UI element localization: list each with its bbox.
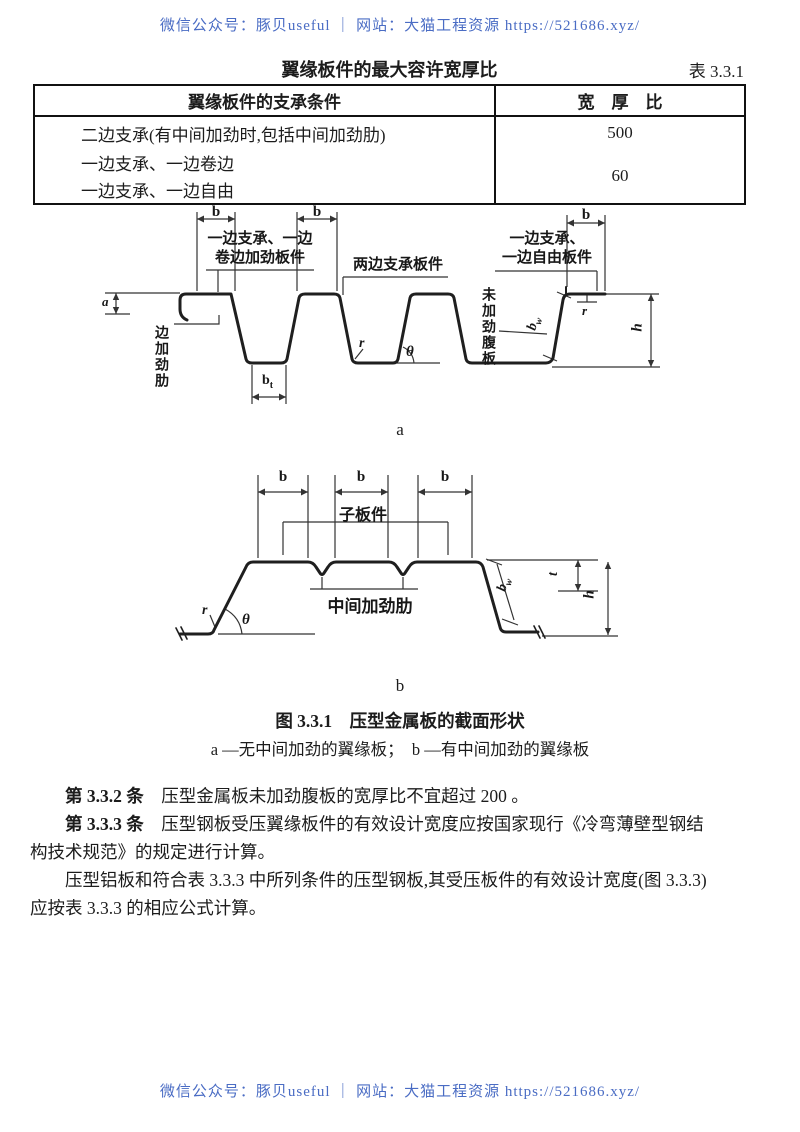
table-row: 一边支承、一边自由 <box>34 176 745 204</box>
label-free-edge-plate: 一边支承、 <box>509 230 585 247</box>
diagram-b-profile-path <box>175 560 546 641</box>
table-title: 翼缘板件的最大容许宽厚比 <box>281 60 498 80</box>
diagram-b-dimension-lines <box>209 475 618 637</box>
dim-b-label: b <box>211 204 221 220</box>
body-paragraphs: 第 3.3.2 条 压型金属板未加劲腹板的宽厚比不宜超过 200 。 第 3.3… <box>30 782 775 922</box>
clause-text: 压型铝板和符合表 3.3.3 中所列条件的压型钢板,其受压板件的有效设计宽度(图… <box>30 870 707 918</box>
clause-number: 第 3.3.2 条 <box>65 786 144 806</box>
page-header-watermark: 微信公众号：豚贝useful ｜ 网站：大猫工程资源 https://52168… <box>159 18 641 34</box>
label-edge-stiffener-rib: 边加劲肋 <box>154 325 170 389</box>
header-width-thickness-ratio: 宽 厚 比 <box>494 85 745 117</box>
dim-theta-label: θ <box>406 344 414 360</box>
label-intermediate-stiffener-rib: 中间加劲肋 <box>327 597 413 616</box>
dim-b-label: b <box>581 207 591 223</box>
dim-b-label: b <box>278 469 288 485</box>
table-title-row: 翼缘板件的最大容许宽厚比 表 3.3.1 <box>33 56 746 82</box>
dim-r-label: r <box>202 603 208 618</box>
figure-legend: a —无中间加劲的翼缘板； b —有中间加劲的翼缘板 <box>210 740 590 759</box>
clause-number: 第 3.3.3 条 <box>65 814 144 834</box>
page-footer-watermark: 微信公众号：豚贝useful ｜ 网站：大猫工程资源 https://52168… <box>159 1084 641 1100</box>
clause-text: 压型金属板未加劲腹板的宽厚比不宜超过 200 。 <box>143 786 529 806</box>
table-row: 一边支承、一边卷边 60 <box>34 149 745 204</box>
condition-cell: 一边支承、一边卷边 <box>81 155 234 174</box>
label-edge-curl-stiffened-plate: 一边支承、一边 <box>207 230 313 247</box>
table-row: 二边支承(有中间加劲时,包括中间加劲肋) 500 <box>34 116 745 149</box>
header-support-condition: 翼缘板件的支承条件 <box>34 85 495 117</box>
dim-bt-label: bt <box>262 373 274 391</box>
clause-3-3-3: 第 3.3.3 条 压型钢板受压翼缘板件的有效设计宽度应按国家现行《冷弯薄壁型钢… <box>30 810 775 866</box>
clause-3-3-2: 第 3.3.2 条 压型金属板未加劲腹板的宽厚比不宜超过 200 。 <box>30 782 775 810</box>
width-thickness-table: 翼缘板件的支承条件 宽 厚 比 二边支承(有中间加劲时,包括中间加劲肋) 500… <box>33 84 746 205</box>
ratio-cell: 500 <box>494 116 745 149</box>
label-free-edge-plate: 一边自由板件 <box>501 249 593 266</box>
sub-figure-a-letter: a <box>396 420 404 439</box>
dim-theta-label: θ <box>242 612 250 628</box>
clause-3-3-3-continued: 压型铝板和符合表 3.3.3 中所列条件的压型钢板,其受压板件的有效设计宽度(图… <box>30 866 775 922</box>
dim-t-label: t <box>545 572 561 576</box>
diagram-a-line-art <box>105 212 660 404</box>
dim-h-label: h <box>629 323 646 332</box>
dim-r-label: r <box>582 303 588 318</box>
label-sub-plate: 子板件 <box>338 507 388 524</box>
dim-r-label: r <box>359 336 365 351</box>
clause-text: 压型钢板受压翼缘板件的有效设计宽度应按国家现行《冷弯薄壁型钢结 构技术规范》的规… <box>30 814 704 862</box>
dim-b-label: b <box>356 469 366 485</box>
diagram-b-dimension-arrows <box>258 488 612 635</box>
ratio-cell: 60 <box>494 149 745 204</box>
diagram-b-line-art <box>175 475 618 641</box>
condition-cell: 二边支承(有中间加劲时,包括中间加劲肋) <box>81 125 386 145</box>
label-two-side-supported-plate: 两边支承板件 <box>352 256 444 273</box>
table-number: 表 3.3.1 <box>688 62 744 81</box>
diagram-a-dimension-arrows <box>112 215 655 401</box>
sub-figure-b-letter: b <box>395 676 405 695</box>
diagram-a-profile-path <box>178 286 607 365</box>
dim-b-label: b <box>440 469 450 485</box>
diagram-b-section-with-mid-stiffener: b b b 子板件 中间加劲肋 r θ bw t h <box>150 460 650 672</box>
label-unstiffened-web: 未加劲腹板 <box>481 287 497 367</box>
dim-a-label: a <box>102 294 109 309</box>
figure-caption: 图 3.3.1 压型金属板的截面形状 <box>275 711 525 731</box>
dim-h-label: h <box>581 590 598 599</box>
diagram-a-section-without-mid-stiffener: b b b 一边支承、一边 卷边加劲板件 两边支承板件 一边支承、 一边自由板件… <box>100 203 680 418</box>
table-header-row: 翼缘板件的支承条件 宽 厚 比 <box>34 85 745 117</box>
condition-cell: 一边支承、一边自由 <box>81 182 234 201</box>
label-edge-curl-stiffened-plate: 卷边加劲板件 <box>214 249 306 266</box>
dim-b-label: b <box>312 204 322 220</box>
